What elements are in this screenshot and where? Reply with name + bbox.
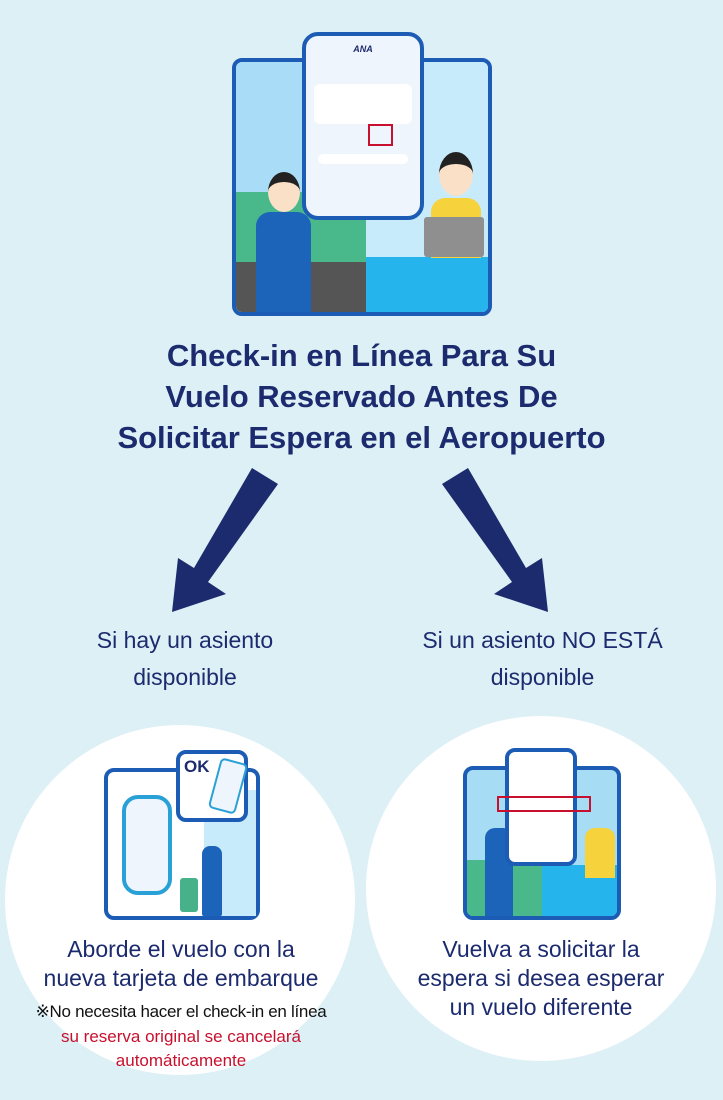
branch-arrows <box>172 468 548 612</box>
cancellation-warning: su reserva original se cancelará automát… <box>60 1027 301 1070</box>
arrow-right-icon <box>442 468 548 612</box>
arrow-left-icon <box>172 468 278 612</box>
right-result-text: Vuelva a solicitar la espera si desea es… <box>417 936 665 1020</box>
branch-right-label: Si un asiento NO ESTÁ disponible <box>422 627 663 690</box>
laptop-icon <box>424 217 484 257</box>
suitcase-icon <box>180 878 198 912</box>
standby-illustration <box>463 748 621 920</box>
boarding-illustration: OK <box>104 750 260 920</box>
traveler-figure <box>202 846 222 916</box>
phone-screen: ANA <box>302 32 424 220</box>
standby-phone-screen <box>497 748 591 866</box>
branch-left-label: Si hay un asiento disponible <box>96 627 274 690</box>
top-illustration: ANA <box>232 32 492 316</box>
ok-bubble: OK <box>176 750 249 822</box>
ana-logo: ANA <box>353 44 373 54</box>
page-title: Check-in en Línea Para Su Vuelo Reservad… <box>117 338 606 455</box>
left-result-text: Aborde el vuelo con la nueva tarjeta de … <box>43 936 319 991</box>
man-figure <box>256 172 311 312</box>
checkin-note: ※No necesita hacer el check-in en línea <box>35 1002 327 1021</box>
